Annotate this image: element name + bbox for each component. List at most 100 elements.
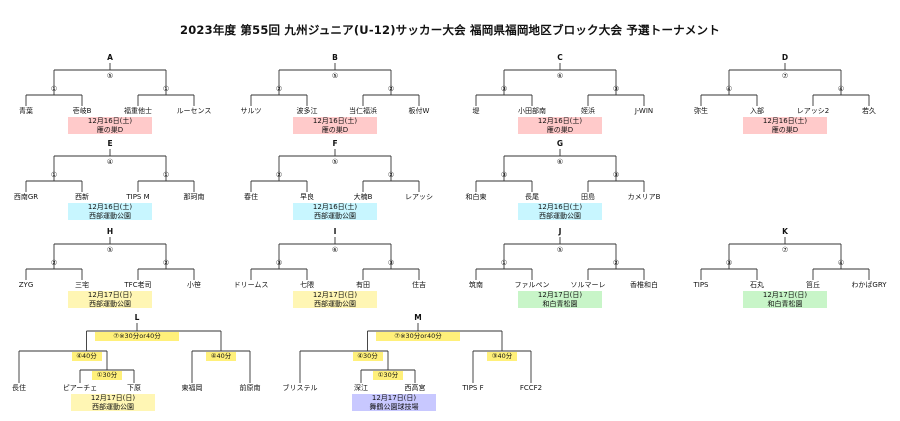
semi-match-number: ② <box>162 259 170 267</box>
venue-box: 12月17日(日)和白青松園 <box>518 291 602 308</box>
venue-place: 雁の巣D <box>96 125 124 134</box>
venue-date: 12月16日(土) <box>537 203 583 211</box>
team-name: 西高宮 <box>404 384 426 392</box>
block-label: F <box>332 139 338 148</box>
final-match-number: ⑤ <box>331 72 339 80</box>
team-name: 三宅 <box>75 281 89 289</box>
semi-match-number: ③ <box>275 259 283 267</box>
team-name: 堤 <box>472 107 480 115</box>
final-match-number: ⑥ <box>556 158 564 166</box>
semi-match-number: ① <box>50 85 58 93</box>
semi-match-number: ① <box>500 259 508 267</box>
venue-box: 12月16日(土)雁の巣D <box>518 117 602 134</box>
venue-place: 西部運動公園 <box>89 299 131 308</box>
team-name: 七隈 <box>300 281 314 289</box>
team-name: 下原 <box>127 384 141 392</box>
venue-date: 12月16日(土) <box>87 117 133 125</box>
semi-match-number: ① <box>50 171 58 179</box>
venue-place: 和白青松園 <box>767 299 803 308</box>
final-match-number: ⑦ <box>781 72 789 80</box>
semi-match-number: ③ <box>612 85 620 93</box>
block-label: C <box>557 53 563 62</box>
semi-match-number: ② <box>50 259 58 267</box>
venue-date: 12月16日(土) <box>762 117 808 125</box>
team-name: ファルペン <box>514 281 550 289</box>
team-name: 和白東 <box>465 193 487 201</box>
venue-place: 西部運動公園 <box>89 211 131 220</box>
team-name: レアッシ2 <box>796 107 830 115</box>
semi-match-number: ③ <box>387 259 395 267</box>
team-name: 深江 <box>354 384 368 392</box>
team-name: 長住 <box>12 384 26 392</box>
venue-box: 12月16日(土)西部運動公園 <box>293 203 377 220</box>
semi-match-number: ② <box>612 259 620 267</box>
venue-box: 12月17日(日)西部運動公園 <box>293 291 377 308</box>
team-name: TIPS M <box>126 193 150 201</box>
team-name: 弥生 <box>694 107 708 115</box>
venue-date: 12月17日(日) <box>762 291 808 299</box>
venue-box: 12月17日(日)舞鶴公園球技場 <box>352 394 436 411</box>
venue-date: 12月17日(日) <box>87 291 133 299</box>
venue-place: 西部運動公園 <box>92 402 134 411</box>
semi-match-number: ① <box>162 171 170 179</box>
block-label: D <box>781 53 789 62</box>
team-name: J-WIN <box>634 107 654 115</box>
team-name: 壱岐B <box>72 107 92 115</box>
venue-box: 12月17日(日)和白青松園 <box>743 291 827 308</box>
block-label: B <box>332 53 338 62</box>
semi-match-number: ② <box>275 171 283 179</box>
venue-date: 12月16日(土) <box>312 117 358 125</box>
final-match-number: ⑤ <box>106 246 114 254</box>
venue-box: 12月16日(土)雁の巣D <box>68 117 152 134</box>
team-name: 東福岡 <box>181 384 203 392</box>
team-name: 石丸 <box>750 281 764 289</box>
final-match-number: ⑤ <box>106 72 114 80</box>
semi-match-box: ④40分 <box>206 352 236 361</box>
semi-match-box: ④40分 <box>71 352 102 361</box>
block-label: J <box>558 227 562 236</box>
final-match-number: ⑥ <box>331 246 339 254</box>
team-name: TIPS <box>693 281 709 289</box>
semi-match-number: ④ <box>837 259 845 267</box>
page-title: 2023年度 第55回 九州ジュニア(U-12)サッカー大会 福岡県福岡地区ブロ… <box>180 23 720 37</box>
block-label: A <box>107 53 113 62</box>
team-name: 早良 <box>300 193 314 201</box>
semi-match-number: ③ <box>500 85 508 93</box>
semi-match-number: ② <box>387 85 395 93</box>
team-name: 波多江 <box>296 107 318 115</box>
semi-match-number: ④ <box>837 85 845 93</box>
final-match-number: ⑤ <box>556 246 564 254</box>
semi-match-number: ③ <box>612 171 620 179</box>
team-name: ピアーチェ <box>62 384 98 392</box>
team-name: 西新 <box>75 193 89 201</box>
venue-place: 西部運動公園 <box>539 211 581 220</box>
semi-match-number: ③ <box>500 171 508 179</box>
venue-place: 西部運動公園 <box>314 299 356 308</box>
semi-match-number: ② <box>275 85 283 93</box>
team-name: 大楠B <box>353 193 373 201</box>
team-name: 入部 <box>750 107 764 115</box>
venue-date: 12月17日(日) <box>90 394 136 402</box>
venue-box: 12月16日(土)西部運動公園 <box>68 203 152 220</box>
venue-box: 12月16日(土)西部運動公園 <box>518 203 602 220</box>
team-name: 有田 <box>356 281 370 289</box>
venue-date: 12月16日(土) <box>312 203 358 211</box>
team-name: 姪浜 <box>581 107 595 115</box>
team-name: 香椎和白 <box>630 281 658 289</box>
team-name: 西南GR <box>13 193 39 201</box>
team-name: ZYG <box>18 281 34 289</box>
venue-place: 西部運動公園 <box>314 211 356 220</box>
semi-match-number: ③ <box>725 259 733 267</box>
final-match-number: ⑥ <box>556 72 564 80</box>
prelim-match-box: ①30分 <box>92 371 122 380</box>
team-name: 長尾 <box>525 193 539 201</box>
venue-date: 12月17日(日) <box>371 394 417 402</box>
venue-place: 雁の巣D <box>321 125 349 134</box>
block-label: I <box>333 227 337 236</box>
team-name: 田島 <box>581 193 595 201</box>
team-name: TFC老司 <box>124 281 152 289</box>
block-label: E <box>107 139 113 148</box>
venue-date: 12月17日(日) <box>537 291 583 299</box>
venue-box: 12月16日(土)雁の巣D <box>743 117 827 134</box>
